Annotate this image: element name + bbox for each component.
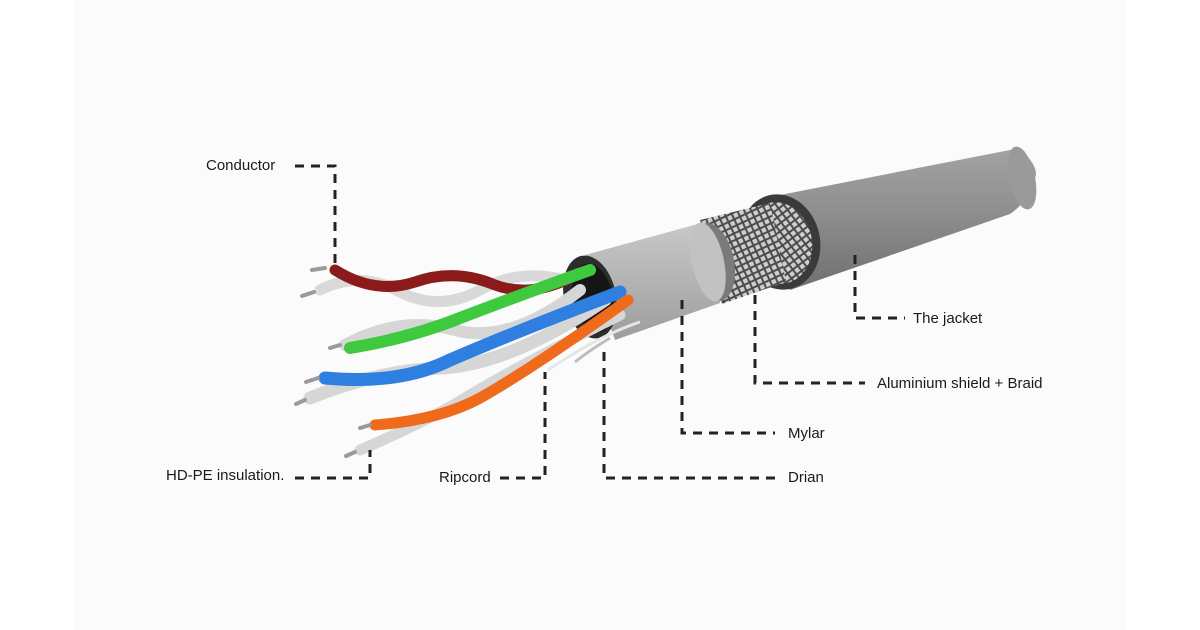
leader-jacket <box>853 255 905 320</box>
leader-shield <box>753 295 865 385</box>
label-jacket: The jacket <box>913 310 983 327</box>
mylar-wrap <box>563 222 726 340</box>
pair-blue <box>318 285 627 386</box>
leader-lines <box>295 164 905 480</box>
ripcord-thread <box>547 320 641 372</box>
label-mylar: Mylar <box>788 425 825 442</box>
leader-conductor <box>295 164 337 265</box>
pair-green <box>344 264 596 354</box>
leader-mylar <box>680 300 775 435</box>
label-ripcord: Ripcord <box>439 469 491 486</box>
label-drain: Drian <box>788 469 824 486</box>
twisted-pairs <box>294 264 634 458</box>
label-conductor: Conductor <box>206 157 276 174</box>
leader-insulation <box>295 450 372 480</box>
conductor-tips <box>294 266 372 458</box>
drain-wire <box>574 336 611 364</box>
label-insulation: HD-PE insulation. <box>166 467 285 484</box>
leader-drain <box>602 352 775 480</box>
leader-ripcord <box>500 372 547 480</box>
pair-orange <box>369 294 634 431</box>
label-shield: Aluminium shield + Braid <box>877 375 1043 392</box>
